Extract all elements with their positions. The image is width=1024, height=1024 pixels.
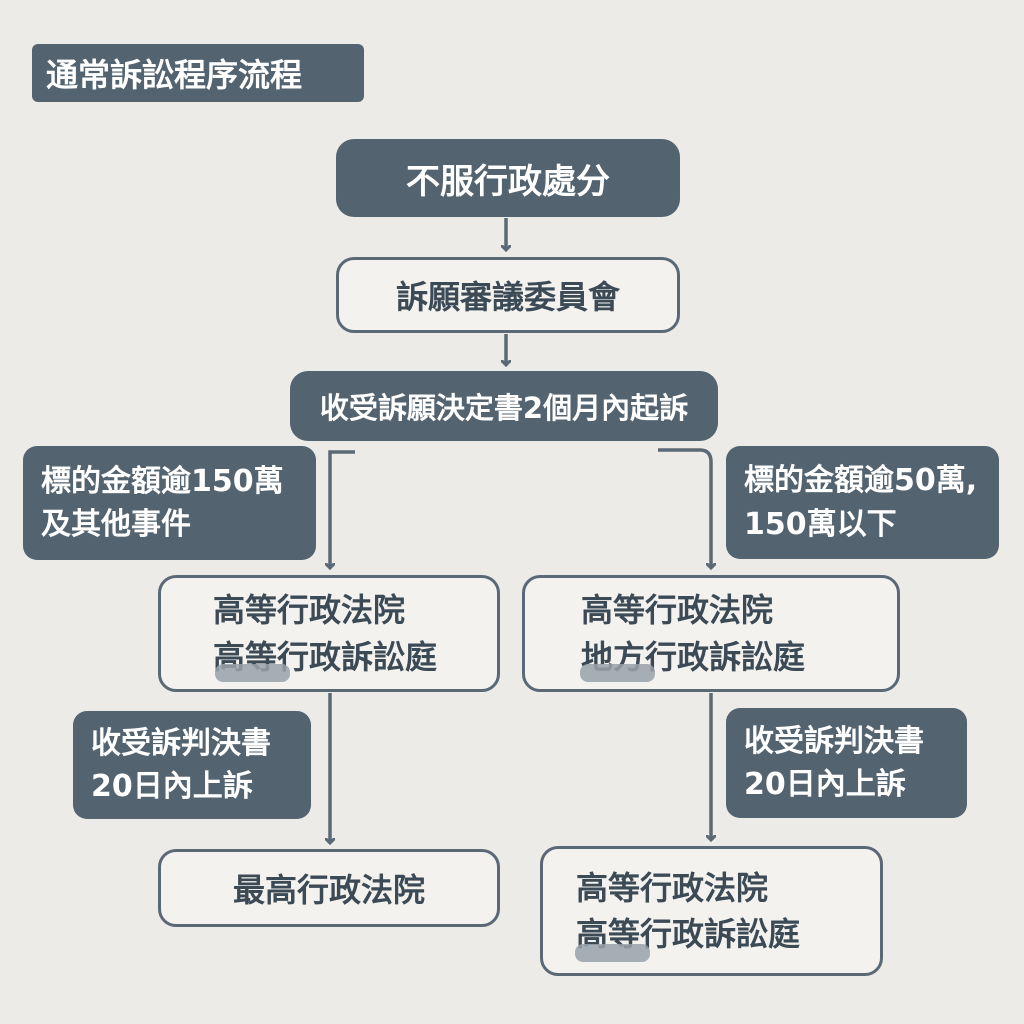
highlight-smear-bottom: [575, 944, 650, 962]
condition-left-label: 標的金額逾150萬 及其他事件: [23, 446, 316, 560]
condition-right-label: 標的金額逾50萬, 150萬以下: [726, 446, 999, 559]
appeal-committee-node: 訴願審議委員會: [336, 257, 680, 333]
arrow-deadline-to-left-court: [330, 450, 355, 568]
court-right-second-line1: 高等行政法院: [576, 868, 769, 907]
court-left-first-instance: 高等行政法院 高等行政訴訟庭: [158, 575, 500, 692]
court-left-second-instance: 最高行政法院: [158, 849, 500, 927]
condition-right-line2: 150萬以下: [744, 506, 897, 542]
start-node: 不服行政處分: [336, 139, 680, 217]
condition-right-line1: 標的金額逾50萬,: [744, 463, 978, 498]
highlight-smear-right: [580, 664, 655, 682]
filing-deadline-node: 收受訴願決定書2個月內起訴: [290, 371, 718, 441]
condition-left-line2: 及其他事件: [41, 507, 191, 542]
appeal-deadline-right-line1: 收受訴判決書: [744, 723, 924, 759]
page-title: 通常訴訟程序流程: [32, 44, 364, 102]
highlight-smear-left: [215, 664, 290, 682]
court-right-first-line1: 高等行政法院: [581, 591, 774, 630]
appeal-deadline-right-line2: 20日內上訴: [744, 767, 906, 802]
appeal-deadline-left-label: 收受訴判決書 20日內上訴: [73, 711, 311, 819]
appeal-deadline-left-line2: 20日內上訴: [91, 769, 253, 804]
court-left-first-line1: 高等行政法院: [213, 591, 406, 630]
appeal-deadline-right-label: 收受訴判決書 20日內上訴: [726, 708, 967, 818]
arrow-deadline-to-right-court: [658, 448, 711, 568]
appeal-deadline-left-line1: 收受訴判決書: [91, 725, 271, 761]
court-right-first-instance: 高等行政法院 地方行政訴訟庭: [522, 575, 900, 692]
condition-left-line1: 標的金額逾150萬: [41, 463, 284, 499]
